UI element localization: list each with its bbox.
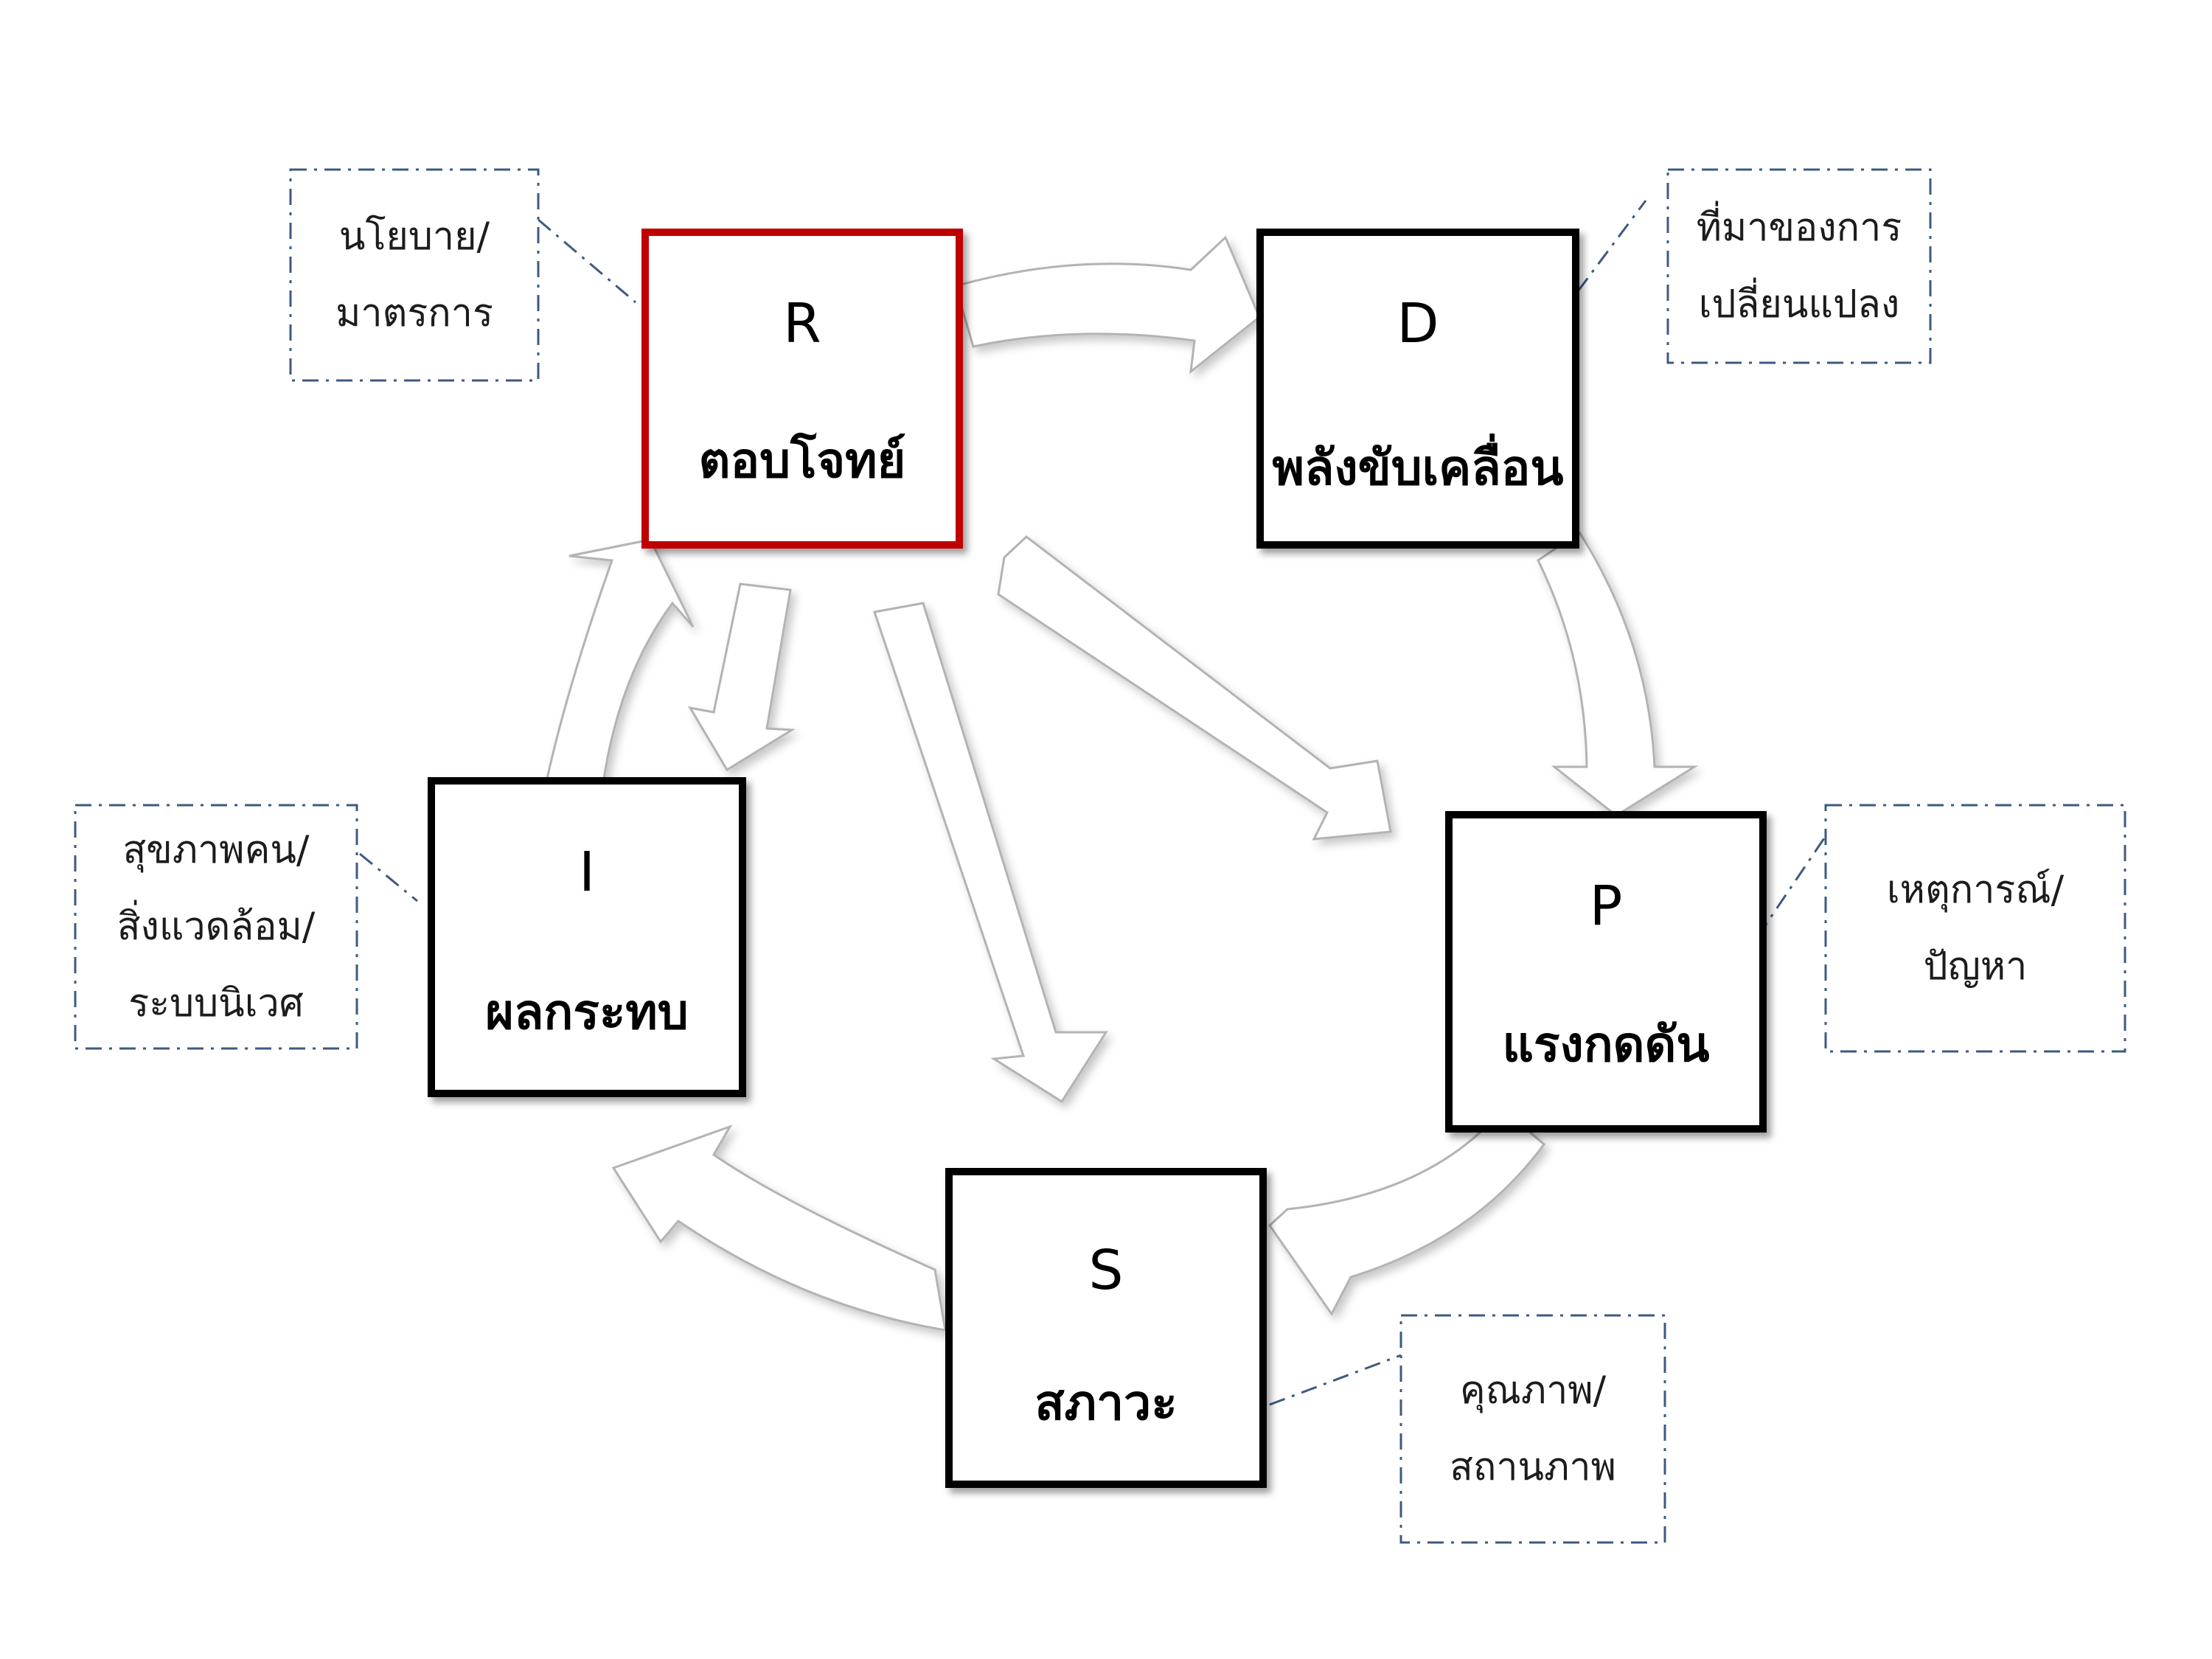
connector-r: [538, 218, 636, 304]
node-r-label: ตอบโจทย์: [698, 432, 906, 489]
node-i-label: ผลกระทบ: [485, 984, 689, 1040]
arrow-r-to-p: [997, 535, 1392, 841]
note-s-frame: [1399, 1314, 1666, 1544]
connector-d: [1576, 200, 1647, 292]
node-d-label: พลังขับเคลื่อน: [1272, 439, 1564, 496]
note-i-frame: [74, 804, 358, 1050]
note-i: สุขภาพคน/ สิ่งแวดล้อม/ ระบบนิเวศ: [75, 805, 357, 1048]
note-p-line-2: ปัญหา: [1923, 945, 2028, 989]
note-d-line-2: เปลี่ยนแปลง: [1698, 282, 1900, 327]
node-i-letter: I: [579, 841, 595, 904]
node-i-box: I ผลกระทบ: [428, 777, 746, 1097]
note-d-line-1: ที่มาของการ: [1696, 206, 1902, 250]
node-d-letter: D: [1397, 292, 1439, 355]
arrow-s-to-i: [611, 1124, 947, 1332]
node-r-box: R ตอบโจทย์: [641, 229, 963, 549]
note-i-line-3: ระบบนิเวศ: [128, 981, 304, 1026]
node-s-label: สภาวะ: [1034, 1374, 1178, 1431]
arrow-p-to-s: [1268, 1107, 1546, 1316]
note-i-line-1: สุขภาพคน/: [122, 828, 310, 872]
connector-i: [359, 852, 418, 902]
note-d-frame: [1666, 168, 1932, 364]
note-i-line-2: สิ่งแวดล้อม/: [116, 905, 316, 949]
connector-p: [1756, 831, 1830, 937]
arrow-r-to-d: [954, 235, 1261, 375]
note-r-line-1: นโยบาย/: [338, 215, 490, 259]
arrow-d-to-p: [1537, 530, 1699, 817]
note-s: คุณภาพ/ สถานภาพ: [1401, 1315, 1665, 1543]
note-r-frame: [289, 168, 540, 382]
note-r: นโยบาย/ มาตรการ: [291, 170, 538, 380]
note-s-line-2: สถานภาพ: [1450, 1445, 1616, 1489]
node-p-box: P แรงกดดัน: [1445, 811, 1767, 1133]
node-s-letter: S: [1088, 1239, 1124, 1302]
node-d-box: D พลังขับเคลื่อน: [1256, 229, 1579, 549]
node-p-label: แรงกดดัน: [1502, 1016, 1710, 1073]
connector-s: [1269, 1354, 1402, 1406]
note-p-frame: [1824, 804, 2126, 1053]
note-p-line-1: เหตุการณ์/: [1886, 868, 2065, 912]
arrow-r-to-s: [873, 602, 1108, 1104]
arrow-i-to-r: [546, 538, 695, 785]
node-s-box: S สภาวะ: [945, 1168, 1267, 1488]
node-r-letter: R: [783, 292, 821, 355]
note-r-line-2: มาตรการ: [335, 291, 493, 335]
arrow-r-to-i: [688, 582, 796, 772]
node-p-letter: P: [1589, 874, 1623, 938]
note-p: เหตุการณ์/ ปัญหา: [1826, 805, 2125, 1051]
note-s-line-1: คุณภาพ/: [1459, 1368, 1607, 1413]
note-d: ที่มาของการ เปลี่ยนแปลง: [1668, 170, 1930, 363]
